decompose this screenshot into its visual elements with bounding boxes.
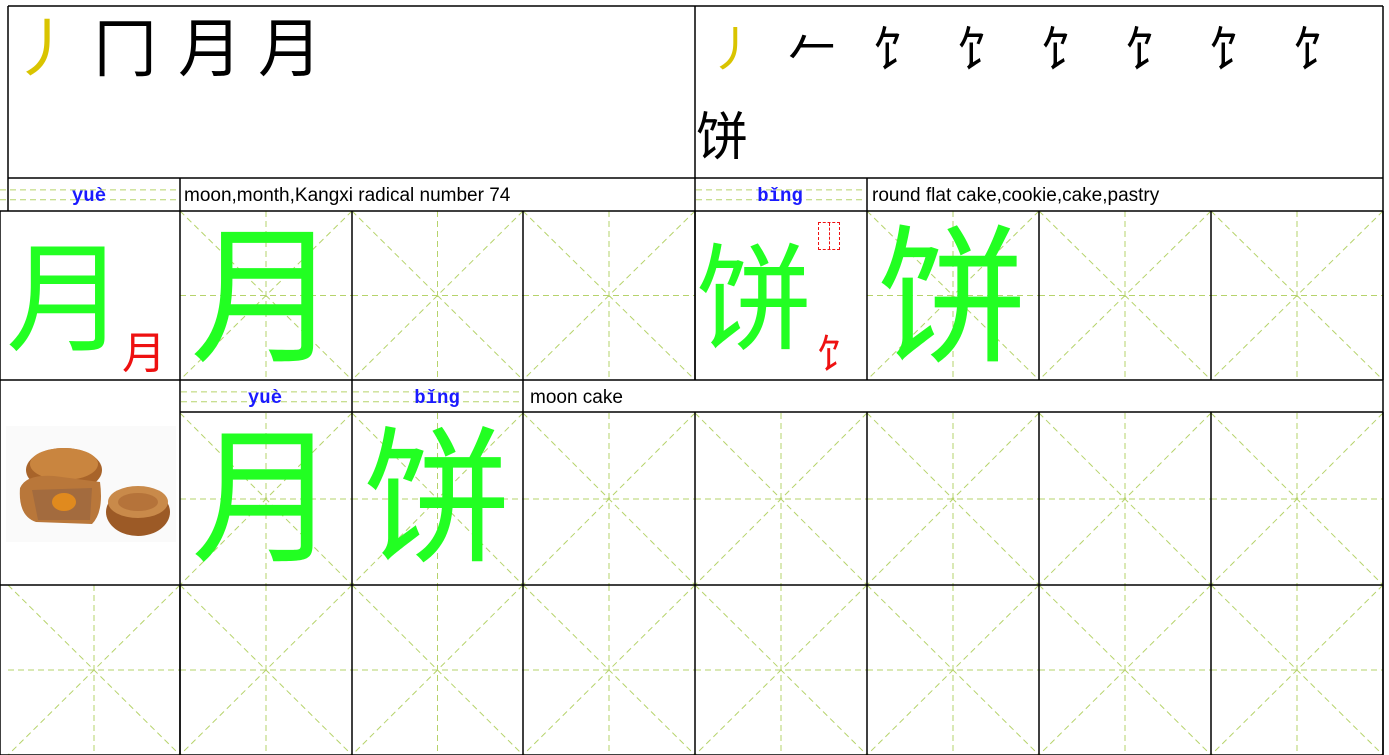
meaning-bing: round flat cake,cookie,cake,pastry (872, 185, 1160, 206)
guide-diagonal (1210, 210, 1384, 381)
guide-diagonal (522, 584, 696, 755)
guide-diagonal (522, 210, 696, 381)
trace-char-yue: 月 (189, 212, 340, 386)
guide-diagonal (1210, 412, 1384, 586)
stroke-order-yue: 丿 冂 月 月 (8, 10, 330, 90)
guide-diagonal (694, 584, 868, 755)
word-char-2: 饼 (363, 413, 511, 585)
guide-diagonal (694, 412, 868, 586)
guide-diagonal (1038, 584, 1212, 755)
character-frame-icon (818, 222, 840, 250)
stroke-step-4: 饣 (955, 22, 1004, 78)
guide-diagonal (351, 210, 524, 381)
stroke-step-3: 饣 (871, 22, 920, 78)
word-char-1: 月 (191, 413, 339, 585)
guide-diagonal (866, 584, 1040, 755)
stroke-step-2: 冂 (93, 13, 157, 87)
guide-diagonal (522, 210, 696, 381)
guide-diagonal (351, 210, 524, 381)
stroke-step-9: 饼 (696, 108, 749, 168)
guide-diagonal (694, 584, 868, 755)
word-meaning: moon cake (530, 387, 623, 408)
guide-diagonal (866, 412, 1040, 586)
stroke-step-8: 饣 (1291, 22, 1340, 78)
guide-diagonal (1210, 584, 1384, 755)
guide-diagonal (7, 584, 181, 755)
guide-diagonal (866, 412, 1040, 586)
stroke-step-5: 饣 (1039, 22, 1088, 78)
stroke-step-3: 月 (178, 13, 242, 87)
stroke-step-6: 饣 (1123, 22, 1172, 78)
guide-diagonal (1038, 584, 1212, 755)
guide-diagonal (694, 412, 868, 586)
guide-diagonal (1210, 584, 1384, 755)
radical-yue: 月 (122, 328, 166, 379)
mooncake-photo (6, 426, 176, 542)
word-pinyin-2: bǐng (414, 387, 460, 409)
guide-diagonal (179, 584, 353, 755)
guide-diagonal (1038, 412, 1212, 586)
pinyin-yue: yuè (71, 185, 107, 207)
word-pinyin-1: yuè (247, 387, 283, 409)
stroke-step-1: 丿 (12, 13, 76, 87)
guide-diagonal (351, 584, 524, 755)
guide-diagonal (1038, 210, 1212, 381)
guide-diagonal (179, 584, 353, 755)
trace-char-bing: 饼 (876, 212, 1027, 386)
example-char-yue: 月 (6, 231, 126, 370)
guide-diagonal (522, 412, 696, 586)
stroke-order-bing: 丿 𠂉 饣 饣 饣 饣 饣 饣 (696, 8, 1358, 92)
example-char-bing: 饼 (696, 233, 812, 368)
guide-diagonal (866, 584, 1040, 755)
stroke-step-7: 饣 (1207, 22, 1256, 78)
radical-bing: 饣 (816, 332, 856, 378)
stroke-step-2: 𠂉 (787, 22, 836, 78)
guide-diagonal (1210, 412, 1384, 586)
guide-diagonal (522, 412, 696, 586)
guide-diagonal (7, 584, 181, 755)
guide-diagonal (1038, 412, 1212, 586)
stroke-step-4: 月 (258, 13, 322, 87)
meaning-yue: moon,month,Kangxi radical number 74 (184, 185, 511, 206)
guide-diagonal (1210, 210, 1384, 381)
guide-diagonal (1038, 210, 1212, 381)
guide-diagonal (522, 584, 696, 755)
pinyin-bing: bǐng (757, 185, 803, 207)
guide-diagonal (351, 584, 524, 755)
stroke-step-1: 丿 (708, 22, 757, 78)
